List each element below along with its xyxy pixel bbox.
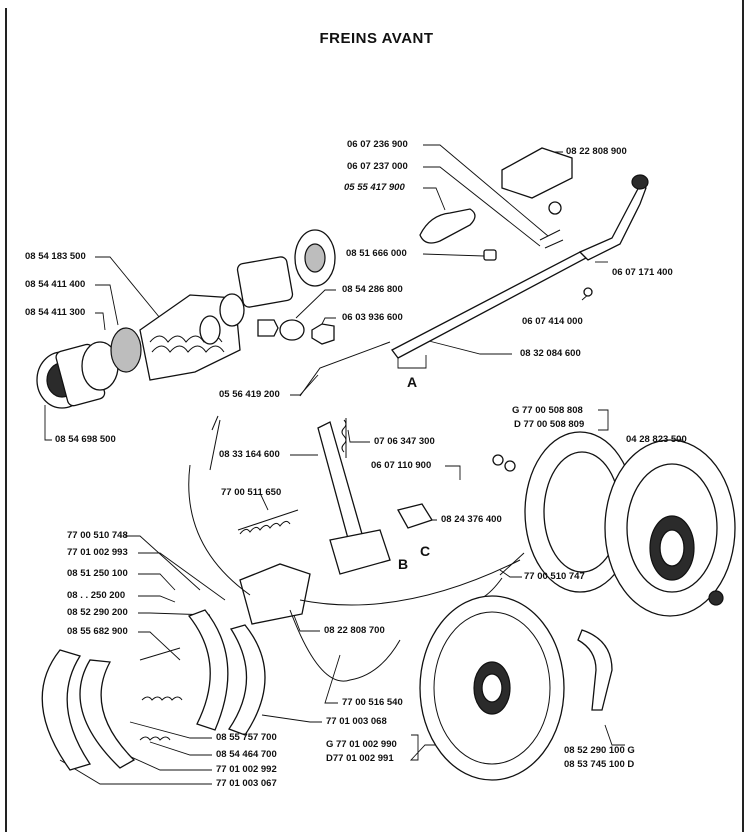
leader-p28 <box>138 612 211 616</box>
label-08-51-250-100: 08 51 250 100 <box>67 568 128 579</box>
label-08-24-376-400: 08 24 376 400 <box>441 514 502 525</box>
leader-p40-p41 <box>604 724 625 746</box>
label-08-55-757-700: 08 55 757 700 <box>216 732 277 743</box>
label-d77-01-002-991: D77 01 002 991 <box>326 753 394 764</box>
label-06-07-414-000: 06 07 414 000 <box>522 316 583 327</box>
leader-p30 <box>499 569 522 578</box>
label-77-01-003-067: 77 01 003 067 <box>216 778 277 789</box>
label-06-07-236-900: 06 07 236 900 <box>347 139 408 150</box>
diagram-title: FREINS AVANT <box>319 30 434 47</box>
brake-shoes <box>41 609 613 771</box>
leader-p20 <box>347 429 370 443</box>
label-06-07-237-000: 06 07 237 000 <box>347 161 408 172</box>
callout-letter-b: B <box>398 556 409 572</box>
label-77-01-002-992: 77 01 002 992 <box>216 764 277 775</box>
brake-drum-assembly <box>492 431 736 617</box>
leader-p36 <box>119 751 212 771</box>
label-08-52-290-200: 08 52 290 200 <box>67 607 128 618</box>
handbrake-rod-assembly <box>299 147 649 397</box>
label-06-03-936-600: 06 03 936 600 <box>342 312 403 323</box>
leader-lines <box>44 144 683 785</box>
leader-p35 <box>149 741 212 756</box>
leader-p32 <box>324 654 341 704</box>
label-08-54-464-700: 08 54 464 700 <box>216 749 277 760</box>
label-08-55-682-900: 08 55 682 900 <box>67 626 128 637</box>
callout-letter-c: C <box>420 543 431 559</box>
label-08-33-164-600: 08 33 164 600 <box>219 449 280 460</box>
label-08-32-084-600: 08 32 084 600 <box>520 348 581 359</box>
label-06-07-110-900: 06 07 110 900 <box>371 460 432 471</box>
frame-right-edge <box>742 0 744 832</box>
label-08-22-808-900: 08 22 808 900 <box>566 146 627 157</box>
label-08-54-411-400: 08 54 411 400 <box>25 279 86 290</box>
label-04-28-823-500: 04 28 823 500 <box>626 434 687 445</box>
label-d-77-00-508-809: D 77 00 508 809 <box>514 419 585 430</box>
leader-p26 <box>138 573 176 591</box>
label-08-54-183-500: 08 54 183 500 <box>25 251 86 262</box>
label-08-54-286-800: 08 54 286 800 <box>342 284 403 295</box>
label-05-56-419-200: 05 56 419 200 <box>219 389 280 400</box>
leader-p22 <box>259 492 269 511</box>
leader-p2 <box>423 166 541 247</box>
label-08-54-698-500: 08 54 698 500 <box>55 434 116 445</box>
label-08-53-745-100-d: 08 53 745 100 D <box>564 759 635 770</box>
callout-letter-a: A <box>407 374 418 390</box>
label-08-22-808-700: 08 22 808 700 <box>324 625 385 636</box>
leader-p24 <box>125 535 201 591</box>
label-g-77-01-002-990: G 77 01 002 990 <box>326 739 397 750</box>
label-07-06-347-300: 07 06 347 300 <box>374 436 435 447</box>
leader-p21 <box>445 465 461 480</box>
leader-p7 <box>95 284 119 326</box>
label-06-07-171-400: 06 07 171 400 <box>612 267 673 278</box>
leader-p8 <box>95 312 106 331</box>
leader-p25 <box>138 552 226 601</box>
leader-p16-p17 <box>598 409 609 431</box>
label-77-00-516-540: 77 00 516 540 <box>342 697 403 708</box>
parking-lever-assembly <box>188 415 525 682</box>
leader-p15 <box>290 374 319 396</box>
leader-p33 <box>261 714 322 723</box>
leader-p1 <box>423 144 549 237</box>
leader-p27 <box>138 595 176 603</box>
leader-p5 <box>422 253 485 257</box>
label-g-77-00-508-808: G 77 00 508 808 <box>512 405 583 416</box>
label-08-54-411-300: 08 54 411 300 <box>25 307 86 318</box>
leader-p9 <box>295 289 336 319</box>
label-08-52-290-100-g: 08 52 290 100 G <box>564 745 635 756</box>
leader-p14 <box>44 405 52 441</box>
leader-p29 <box>138 631 181 661</box>
leader-p34 <box>129 721 212 739</box>
leader-p6 <box>95 256 161 319</box>
leader-p3 <box>423 187 446 211</box>
label-77-00-510-747: 77 00 510 747 <box>524 571 585 582</box>
leader-p13 <box>424 339 512 355</box>
label-08-250-200: 08 . . 250 200 <box>67 590 126 601</box>
leader-a <box>397 355 427 369</box>
label-77-00-510-748: 77 00 510 748 <box>67 530 128 541</box>
label-05-55-417-900: 05 55 417 900 <box>344 182 405 193</box>
label-77-00-511-650: 77 00 511 650 <box>221 487 282 498</box>
leader-p38-p39 <box>409 734 440 761</box>
label-77-01-003-068: 77 01 003 068 <box>326 716 387 727</box>
master-cylinder-assembly <box>36 229 336 409</box>
backing-plate <box>419 595 565 781</box>
frame-left-edge <box>5 8 7 832</box>
label-77-01-002-993: 77 01 002 993 <box>67 547 128 558</box>
label-08-51-666-000: 08 51 666 000 <box>346 248 407 259</box>
